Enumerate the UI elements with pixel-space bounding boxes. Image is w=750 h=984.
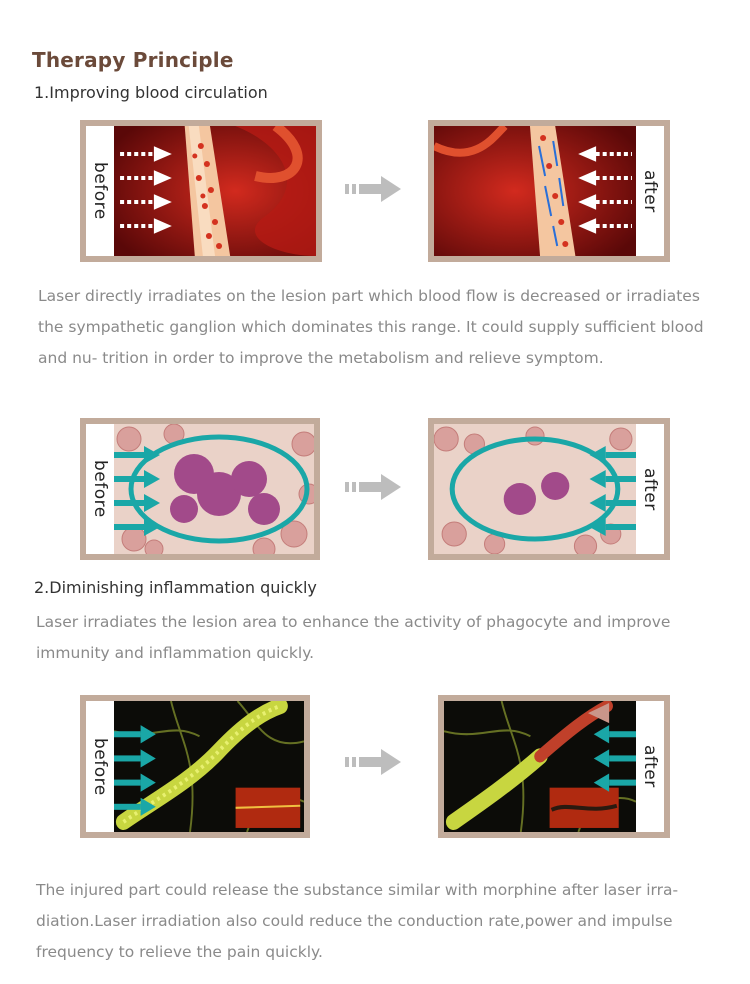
section-3-description: The injured part could release the subst… xyxy=(36,881,679,961)
after-label: after xyxy=(640,745,660,788)
cells-before-photo xyxy=(114,424,314,554)
right-arrow-icon xyxy=(345,474,401,500)
section-2-description: Laser irradiates the lesion area to enha… xyxy=(36,613,671,662)
before-label: before xyxy=(90,460,110,518)
blood-after-image: after xyxy=(428,120,670,262)
section-1-heading: 1.Improving blood circulation xyxy=(34,83,268,102)
before-label: before xyxy=(90,737,110,796)
nerve-after-photo xyxy=(444,701,636,832)
before-label-box: before xyxy=(86,126,114,256)
page-title: Therapy Principle xyxy=(32,48,234,72)
inflammation-before-image: before xyxy=(80,418,320,560)
blood-vessel-photo xyxy=(114,126,316,256)
nerve-after-image: after xyxy=(438,695,670,838)
before-label: before xyxy=(90,162,110,220)
nerve-before-image: before xyxy=(80,695,310,838)
blood-before-image: before xyxy=(80,120,322,262)
after-label-box: after xyxy=(636,126,664,256)
section-1-description: Laser directly irradiates on the lesion … xyxy=(38,287,704,367)
section-2-heading: 2.Diminishing inflammation quickly xyxy=(34,578,317,597)
after-label: after xyxy=(640,169,660,213)
right-arrow-icon xyxy=(345,176,401,202)
before-label-box-3: before xyxy=(86,701,114,832)
cells-after-photo xyxy=(434,424,636,554)
after-label: after xyxy=(640,467,660,511)
nerve-before-photo xyxy=(114,701,304,832)
before-label-box-2: before xyxy=(86,424,114,554)
after-label-box-3: after xyxy=(636,701,664,832)
inflammation-after-image: after xyxy=(428,418,670,560)
after-label-box-2: after xyxy=(636,424,664,554)
blood-vessel-after-photo xyxy=(434,126,636,256)
right-arrow-icon xyxy=(345,749,401,775)
